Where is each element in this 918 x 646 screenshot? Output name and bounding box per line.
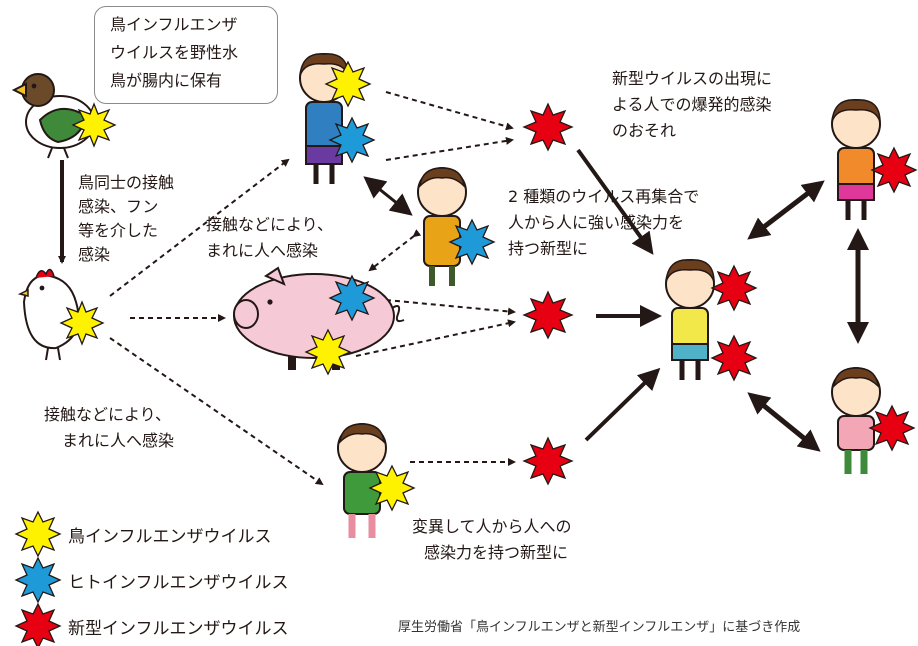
legend-novel-label: 新型インフルエンザウイルス — [68, 619, 289, 639]
transmission-arrows — [58, 91, 869, 486]
legend-avian-virus-icon — [14, 510, 62, 558]
reassortment-label-line-1: 2 種類のウイルス再集合で — [508, 187, 700, 206]
contact-upper-label-line-1: 接触などにより、 — [206, 215, 334, 234]
novel-virus-icon — [522, 102, 574, 152]
pig-illustration — [233, 266, 405, 376]
outbreak-label-line-2: よる人での爆発的感染 — [612, 95, 772, 114]
chicken-illustration — [17, 268, 105, 361]
arrow-girl-boy-exchange — [363, 176, 413, 216]
mutation-label-line-1: 変異して人から人への — [412, 517, 572, 536]
bird-to-bird-label-line-4: 感染 — [78, 245, 111, 264]
person-boy-lower — [337, 423, 416, 538]
arrow-novel-top-to-center — [576, 148, 654, 255]
human-virus-icon — [328, 274, 376, 322]
bird-to-bird-label-line-3: 等を介した — [78, 221, 159, 240]
outbreak-label-line-1: 新型ウイルスの出現に — [612, 69, 773, 88]
arrow-chicken-to-boy — [109, 337, 324, 486]
bird-to-bird-label-line-2: 感染、フン — [78, 197, 159, 216]
outbreak-label-line-3: のおそれ — [612, 121, 677, 140]
person-center — [665, 259, 758, 382]
contact-lower-label-line-2: まれに人へ感染 — [62, 431, 175, 450]
arrow-novel-low-to-center — [584, 367, 661, 442]
source-credit: 厚生労働省「鳥インフルエンザと新型インフルエンザ」に基づき作成 — [398, 620, 801, 635]
legend-human-label: ヒトインフルエンザウイルス — [68, 573, 289, 593]
avian-virus-icon — [324, 60, 372, 108]
novel-virus-icon — [710, 334, 758, 382]
arrow-center-to-top-person — [747, 180, 825, 240]
person-boy-middle — [417, 167, 496, 286]
avian-virus-icon — [368, 464, 416, 512]
arrow-girl-to-novel-b — [385, 136, 514, 161]
arrow-pig-to-novel-a — [385, 299, 516, 316]
legend-human-virus-icon — [14, 556, 62, 604]
novel-virus-icon — [522, 290, 574, 340]
reservoir-note-line-3: 鳥が腸内に保有 — [110, 71, 223, 90]
arrow-girl-to-novel-a — [385, 91, 514, 131]
reassortment-label-line-2: 人から人に強い感染力を — [508, 213, 685, 232]
novel-virus-icon — [870, 146, 918, 194]
reservoir-note-line-2: ウイルスを野性水 — [110, 43, 239, 62]
reassortment-label-line-3: 持つ新型に — [508, 239, 589, 258]
arrow-center-to-bottom-person — [747, 392, 821, 452]
person-girl-top — [299, 53, 376, 184]
person-top-right — [831, 99, 918, 220]
arrow-boy-pig-exchange — [368, 229, 422, 272]
avian-virus-icon — [304, 328, 352, 376]
reservoir-note-line-1: 鳥インフルエンザ — [110, 15, 238, 34]
contact-upper-label-line-2: まれに人へ感染 — [206, 241, 319, 260]
bird-to-bird-label-line-1: 鳥同士の接触 — [78, 173, 175, 192]
avian-virus-icon — [71, 102, 117, 148]
novel-virus-icon — [710, 264, 758, 312]
mutation-label-line-2: 感染力を持つ新型に — [424, 543, 569, 562]
novel-virus-icon — [868, 404, 916, 452]
reservoir-note-box — [94, 6, 278, 104]
legend-novel-virus-icon — [14, 602, 62, 646]
arrow-chicken-to-girl — [109, 158, 290, 297]
duck-illustration — [11, 73, 117, 159]
person-bottom-right — [831, 367, 916, 474]
novel-virus-icon — [522, 436, 574, 486]
legend-avian-label: 鳥インフルエンザウイルス — [68, 527, 272, 547]
contact-lower-label-line-1: 接触などにより、 — [44, 405, 172, 424]
human-virus-icon — [328, 116, 376, 164]
human-virus-icon — [448, 218, 496, 266]
avian-virus-icon — [59, 300, 105, 346]
